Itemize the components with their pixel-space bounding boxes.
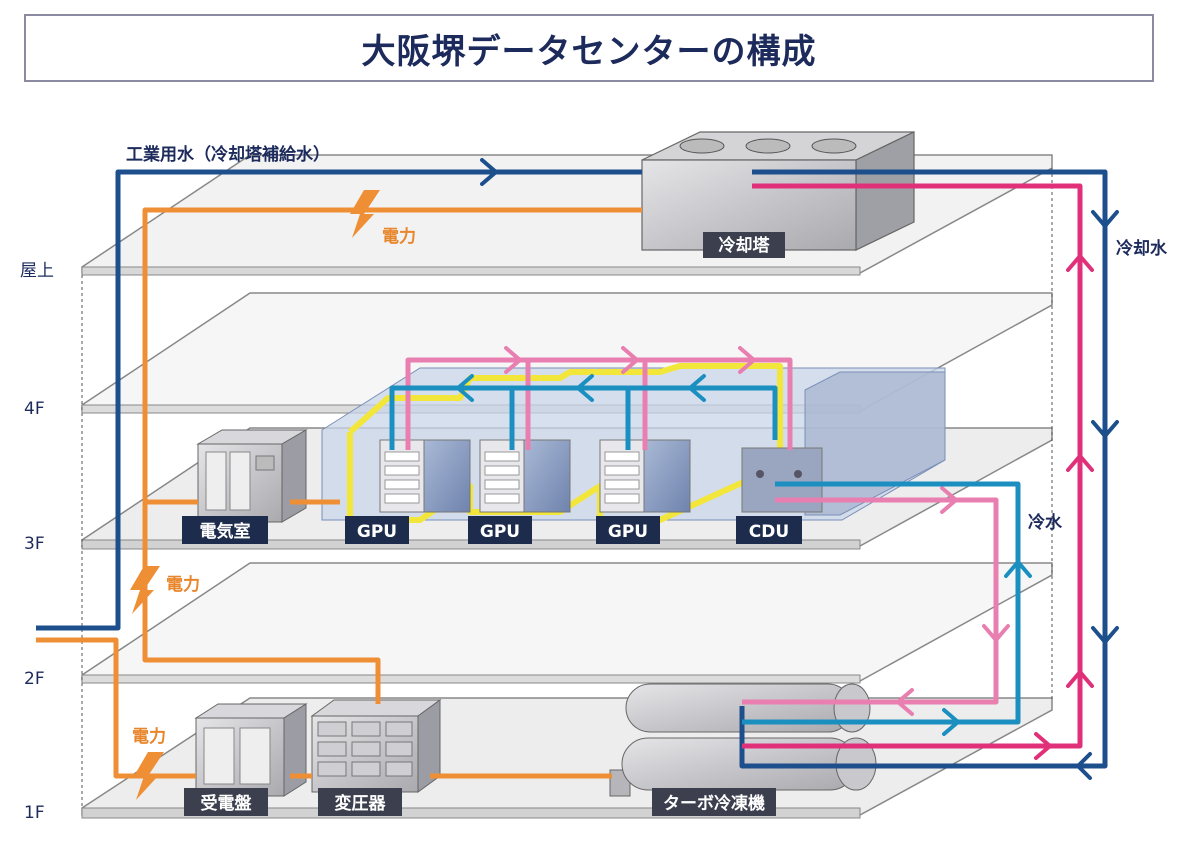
label-chilled-water: 冷水: [1028, 512, 1063, 533]
cyan-arrows: [454, 374, 1032, 736]
lightning-icon: [350, 190, 380, 238]
cooling-tower: 冷却塔: [641, 131, 915, 258]
label-cooling-water: 冷却水: [1116, 238, 1168, 259]
tag-gpu-2: GPU: [468, 516, 532, 544]
tag-power-receiving: 受電盤: [184, 788, 268, 816]
svg-text:GPU: GPU: [357, 522, 397, 542]
title-box: 大阪堺データセンターの構成: [24, 14, 1154, 82]
turbo-chiller-unit: [609, 683, 877, 797]
svg-text:電気室: 電気室: [200, 521, 251, 542]
tag-cdu: CDU: [736, 516, 802, 544]
cooling-tower-label: 冷却塔: [719, 235, 771, 256]
tag-transformer: 変圧器: [318, 788, 402, 816]
electrical-room-cabinet: [196, 429, 308, 523]
cooling-tower-tag: [703, 232, 785, 258]
chilled-water-supply-line: [389, 385, 1021, 725]
navy-arrows: [480, 158, 1119, 780]
svg-text:GPU: GPU: [608, 522, 648, 542]
svg-text:GPU: GPU: [480, 522, 520, 542]
tag-gpu-3: GPU: [596, 516, 660, 544]
svg-text:ターボ冷凍機: ターボ冷凍機: [663, 793, 765, 814]
cooling-water-return-line: [742, 183, 1083, 749]
gpu-rack-2: [479, 439, 571, 513]
gpu-rack-3: [599, 439, 691, 513]
tag-electrical-room: 電気室: [182, 516, 268, 544]
gpu-rack-1: [379, 439, 471, 513]
floor-label-3f: 3F: [24, 534, 45, 554]
lightning-icon: [134, 752, 164, 800]
lightning-icon: [130, 566, 160, 614]
floor-label-1f: 1F: [24, 803, 45, 823]
chilled-water-return-line: [405, 357, 999, 705]
magenta-arrows: [1034, 252, 1094, 760]
label-industrial-water: 工業用水（冷却塔補給水）: [126, 144, 330, 165]
transformer-unit: [310, 699, 442, 793]
label-power-low: 電力: [132, 726, 166, 747]
floor-2f: [81, 562, 1053, 684]
power-receiving-cabinet: [194, 703, 308, 797]
svg-text:CDU: CDU: [749, 522, 789, 542]
label-power-top: 電力: [382, 226, 416, 247]
svg-text:受電盤: 受電盤: [201, 793, 253, 814]
label-power-mid: 電力: [166, 574, 200, 595]
svg-text:変圧器: 変圧器: [335, 793, 387, 814]
floor-label-4f: 4F: [24, 399, 45, 419]
floor-label-roof: 屋上: [20, 261, 54, 281]
page-title: 大阪堺データセンターの構成: [361, 31, 817, 72]
tag-turbo-chiller: ターボ冷凍機: [652, 788, 776, 816]
pink-arrows: [504, 346, 1010, 716]
floor-label-2f: 2F: [24, 669, 45, 689]
tag-gpu-1: GPU: [345, 516, 409, 544]
